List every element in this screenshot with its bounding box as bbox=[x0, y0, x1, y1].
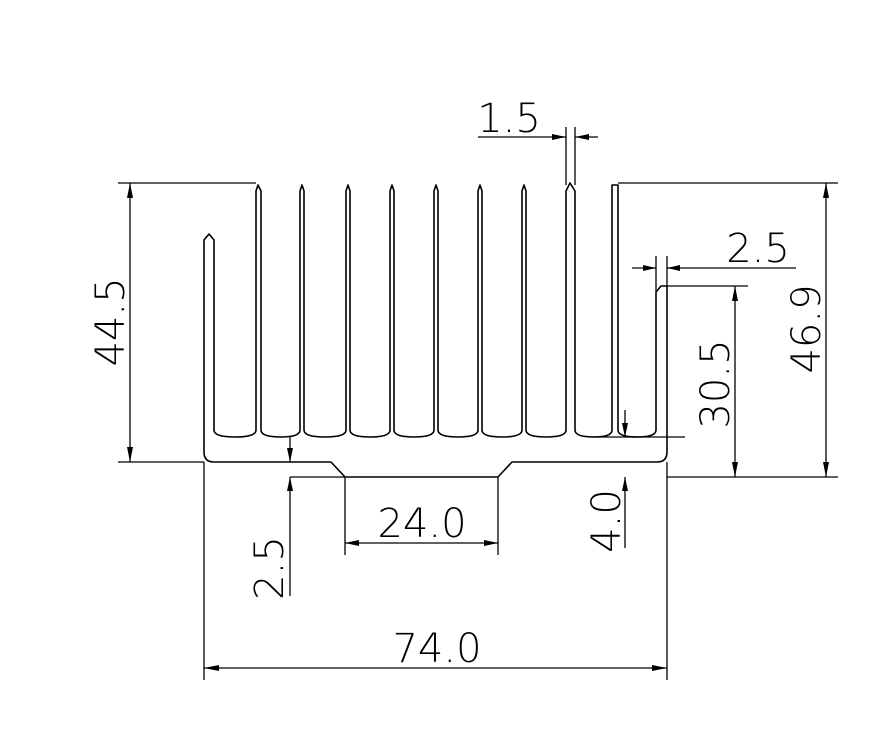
dim-height-left: 44.5 bbox=[88, 182, 256, 463]
dim-base-thickness: 4.0 bbox=[584, 410, 685, 553]
dim-height-right: 46.9 bbox=[618, 182, 838, 478]
dim-side-fin-height: 30.5 bbox=[667, 285, 748, 477]
dim-total-width-label: 74.0 bbox=[392, 626, 481, 672]
dim-total-width: 74.0 bbox=[203, 462, 668, 680]
dim-channel-width-label: 24.0 bbox=[377, 501, 466, 547]
heatsink-profile bbox=[203, 182, 668, 478]
dim-side-fin-height-label: 30.5 bbox=[693, 339, 739, 428]
dim-fin-thickness: 1.5 bbox=[477, 96, 598, 185]
dim-fin-thickness-label: 1.5 bbox=[477, 96, 541, 142]
dim-height-right-label: 46.9 bbox=[784, 284, 830, 373]
dim-side-fin-thickness: 2.5 bbox=[632, 226, 796, 292]
dim-foot-height-label: 2.5 bbox=[247, 536, 293, 600]
dim-foot-height: 2.5 bbox=[247, 436, 345, 600]
dim-side-fin-thickness-label: 2.5 bbox=[726, 226, 790, 272]
profile-outline bbox=[203, 182, 668, 478]
dim-channel-width: 24.0 bbox=[344, 477, 499, 555]
dim-base-thickness-label: 4.0 bbox=[584, 489, 630, 553]
dim-height-left-label: 44.5 bbox=[88, 277, 134, 366]
